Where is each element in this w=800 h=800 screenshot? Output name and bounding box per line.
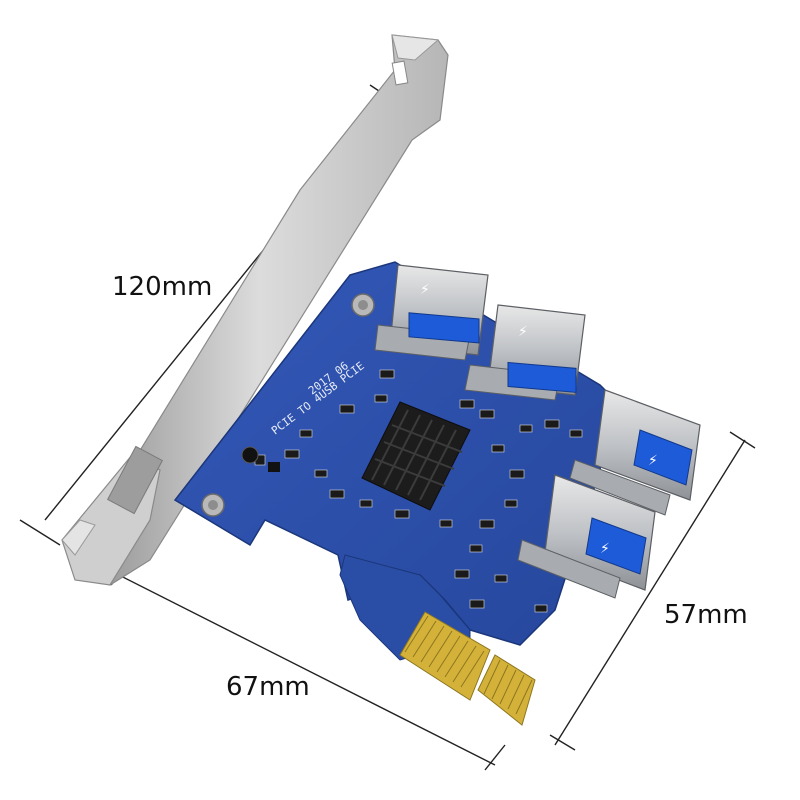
usb-port-2: ⚡ (464, 304, 586, 401)
usb-port-3: ⚡ (569, 389, 701, 516)
mounting-screw-top (351, 293, 375, 317)
usb-symbol-icon: ⚡ (420, 282, 430, 298)
height-dimension-label: 120mm (112, 272, 213, 302)
heatsink (361, 401, 471, 511)
usb-symbol-icon: ⚡ (648, 453, 658, 469)
mounting-screw-bottom (201, 493, 225, 517)
gold-fingers-pcie-x1 (399, 611, 536, 726)
usb-port-4: ⚡ (517, 474, 656, 599)
smd-components (254, 369, 583, 613)
width-dimension-label: 57mm (664, 600, 748, 630)
usb-symbol-icon: ⚡ (518, 324, 528, 340)
usb-port-1: ⚡ (374, 264, 489, 361)
metal-bracket (61, 34, 449, 586)
ic-chip (241, 446, 280, 472)
usb-symbol-icon: ⚡ (600, 541, 610, 557)
length-dimension-label: 67mm (226, 672, 310, 702)
